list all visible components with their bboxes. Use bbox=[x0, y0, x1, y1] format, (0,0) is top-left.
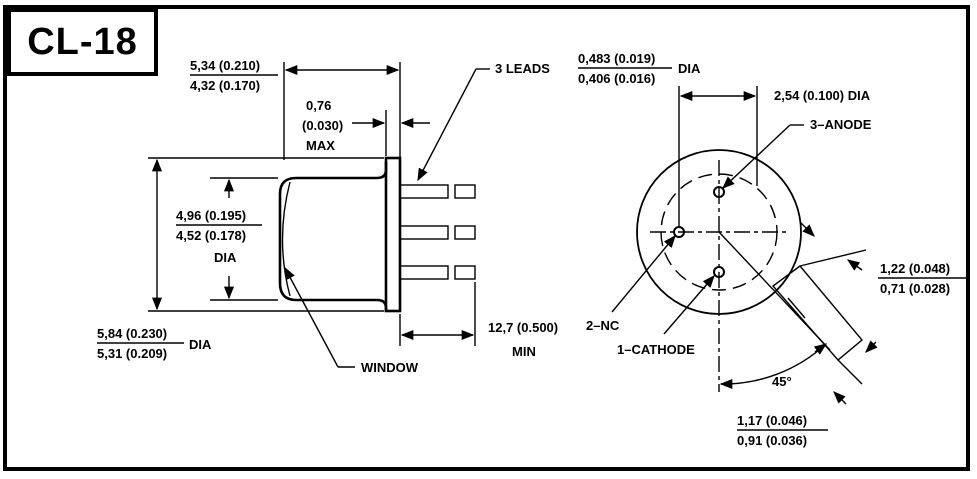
tab-width-max: 1,22 (0.048) bbox=[880, 261, 950, 276]
lead-dia-max: 0,483 (0.019) bbox=[578, 51, 655, 66]
lead-middle bbox=[399, 225, 449, 240]
tab-length-arrow bbox=[833, 391, 847, 405]
lead-length-note: MIN bbox=[512, 344, 536, 359]
flange-thickness: 0,76 bbox=[306, 98, 331, 113]
flange-dia-min: 5,31 (0.209) bbox=[97, 346, 167, 361]
window-dia-min: 4,52 (0.178) bbox=[176, 228, 246, 243]
tab-width-ext bbox=[799, 249, 867, 267]
bottom-view: 2,54 (0.100) DIA 3–ANODE 2–NC 1–CATHODE … bbox=[586, 86, 966, 448]
window-leader bbox=[284, 266, 339, 368]
body-length-min: 4,32 (0.170) bbox=[190, 78, 260, 93]
anode-leader bbox=[722, 124, 791, 189]
tab-length-min: 0,91 (0.036) bbox=[737, 433, 807, 448]
flange-thickness-in: (0.030) bbox=[302, 118, 343, 133]
body-length-max: 5,34 (0.210) bbox=[190, 58, 260, 73]
window-dia-note: DIA bbox=[214, 250, 237, 265]
lead-dia-note: DIA bbox=[678, 61, 701, 76]
package-title: CL-18 bbox=[27, 20, 138, 63]
tab-length-ext bbox=[837, 359, 863, 385]
tab-centerline bbox=[718, 231, 831, 351]
title-box: CL-18 bbox=[7, 8, 158, 76]
drawing-frame bbox=[3, 5, 970, 471]
pin-3-anode bbox=[713, 186, 725, 198]
pin-1-cathode bbox=[713, 266, 725, 278]
cathode-leader bbox=[663, 275, 715, 335]
leads-label: 3 LEADS bbox=[495, 61, 550, 76]
angle-arrow-right bbox=[813, 343, 828, 355]
flange bbox=[384, 156, 402, 313]
lead-bottom-end bbox=[454, 265, 476, 280]
pin2-label: 2–NC bbox=[586, 318, 620, 333]
window-dia-max: 4,96 (0.195) bbox=[176, 208, 246, 223]
lead-top bbox=[399, 184, 449, 199]
lead-top-end bbox=[454, 184, 476, 199]
tab-width-arrow bbox=[846, 259, 863, 271]
pin-spacing: 2,54 (0.100) DIA bbox=[774, 88, 871, 103]
pin3-label: 3–ANODE bbox=[810, 117, 872, 132]
pin1-label: 1–CATHODE bbox=[617, 342, 695, 357]
nc-leader bbox=[611, 235, 676, 313]
lead-length: 12,7 (0.500) bbox=[488, 320, 558, 335]
lead-bottom bbox=[399, 265, 449, 280]
pin-2-nc bbox=[673, 226, 685, 238]
leads bbox=[399, 184, 476, 280]
flange-dia-max: 5,84 (0.230) bbox=[97, 326, 167, 341]
tab-inner bbox=[787, 297, 806, 319]
tab-width-arrow-2 bbox=[799, 221, 815, 237]
window-lens bbox=[281, 181, 291, 297]
angle-label: 45° bbox=[772, 374, 792, 389]
lead-middle-end bbox=[454, 225, 476, 240]
tab-width-min: 0,71 (0.028) bbox=[880, 281, 950, 296]
flange-dia-note: DIA bbox=[189, 337, 212, 352]
tab-length-max: 1,17 (0.046) bbox=[737, 413, 807, 428]
side-view: 5,34 (0.210) 4,32 (0.170) 0,76 (0.030) M… bbox=[97, 51, 701, 375]
leads-leader bbox=[417, 68, 477, 182]
tab-length-arrow-2 bbox=[865, 340, 878, 353]
can-body-outline bbox=[278, 162, 388, 312]
window-label: WINDOW bbox=[361, 360, 419, 375]
lead-dia-min: 0,406 (0.016) bbox=[578, 71, 655, 86]
flange-thickness-note: MAX bbox=[306, 138, 335, 153]
